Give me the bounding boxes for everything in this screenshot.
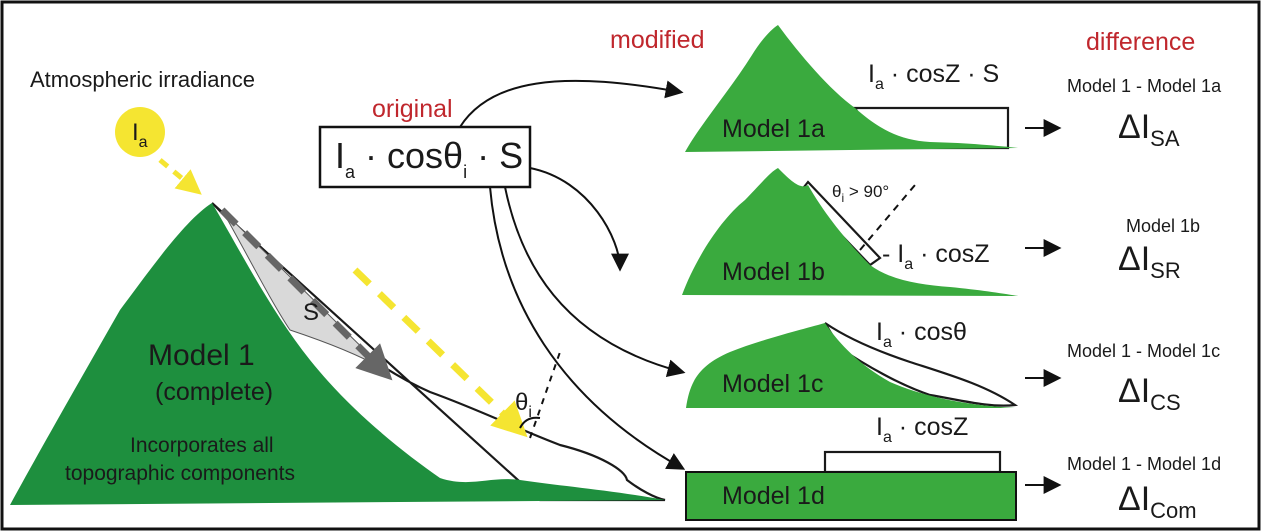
arrow-to-1c xyxy=(504,186,686,378)
header-modified: modified xyxy=(610,26,705,54)
sun-icon: Ia xyxy=(115,107,165,157)
model-1a-delta: ΔISA xyxy=(1118,108,1180,151)
model-1d-label: Model 1d xyxy=(722,482,825,510)
model-1c-delta: ΔICS xyxy=(1118,372,1181,415)
model-1b-delta: ΔISR xyxy=(1118,240,1181,283)
model-1c: Model 1c Ia · cosθ Model 1 - Model 1c ΔI… xyxy=(686,318,1220,415)
model-1b-diff-label: Model 1b xyxy=(1126,216,1200,236)
header-original: original xyxy=(372,95,453,123)
surface-normal xyxy=(529,351,561,439)
model-1a-eq: Ia · cosZ · S xyxy=(868,60,999,93)
sun-ray-arrow xyxy=(158,158,202,195)
angle-arc xyxy=(519,416,541,429)
model-1-desc-1: Incorporates all xyxy=(130,434,274,457)
model-1b: θi > 90° Model 1b - Ia · cosZ Model 1b Δ… xyxy=(682,168,1200,296)
arrow-to-1b xyxy=(529,167,629,272)
model-1d: Model 1d Ia · cosZ Model 1 - Model 1d ΔI… xyxy=(685,413,1221,523)
svg-text:Ia · cosθi · S: Ia · cosθi · S xyxy=(335,135,523,182)
model-1-mountain: S θi Model 1 (complete) Incorporates all… xyxy=(10,202,666,505)
model-1a: Model 1a Ia · cosZ · S Model 1 - Model 1… xyxy=(685,25,1222,152)
header-difference: difference xyxy=(1086,28,1195,56)
arrow-to-1d xyxy=(489,186,686,470)
arrow-to-1a xyxy=(459,79,684,128)
model-1-subtitle: (complete) xyxy=(155,378,273,406)
model-1b-theta-note: θi > 90° xyxy=(832,182,889,205)
model-1d-diff-label: Model 1 - Model 1d xyxy=(1067,454,1221,474)
shadow-arrow xyxy=(219,207,393,381)
original-formula-box: Ia · cosθi · S xyxy=(318,125,532,189)
model-1b-eq: - Ia · cosZ xyxy=(882,240,990,273)
s-label: S xyxy=(303,299,319,326)
model-1a-diff-label: Model 1 - Model 1a xyxy=(1067,76,1222,96)
sun-ray-long xyxy=(352,267,528,438)
model-1-title: Model 1 xyxy=(148,339,255,372)
model-1d-delta: ΔICom xyxy=(1118,480,1197,523)
model-1b-label: Model 1b xyxy=(722,258,825,286)
svg-text:Ia: Ia xyxy=(132,119,148,151)
atmospheric-label: Atmospheric irradiance xyxy=(30,67,255,92)
theta-label: θi xyxy=(515,389,532,421)
model-1c-diff-label: Model 1 - Model 1c xyxy=(1067,341,1220,361)
model-1-desc-2: topographic components xyxy=(65,462,295,485)
normal-1b xyxy=(859,184,916,251)
model-1c-eq: Ia · cosθ xyxy=(876,318,967,351)
model-1c-label: Model 1c xyxy=(722,370,823,398)
model-1a-label: Model 1a xyxy=(722,115,825,143)
model-1d-eq: Ia · cosZ xyxy=(876,413,968,446)
